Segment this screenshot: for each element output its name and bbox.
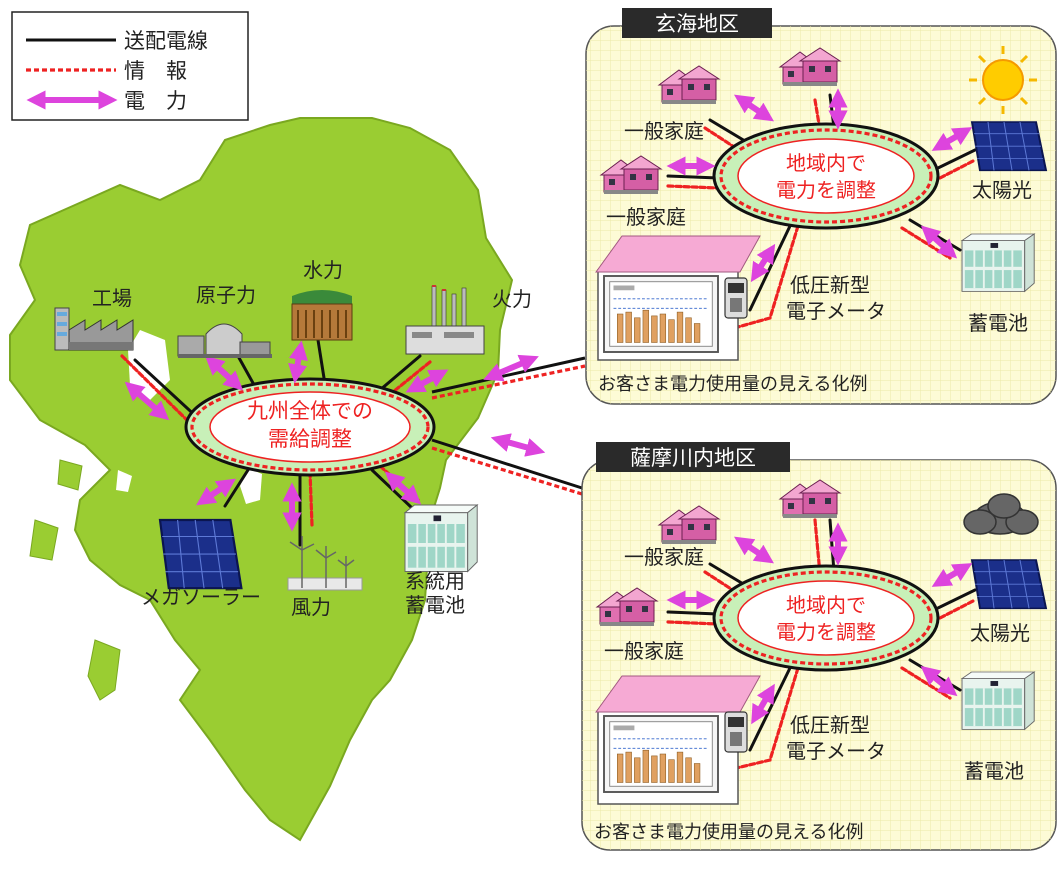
power-arrow	[750, 243, 776, 283]
home-display-icon	[595, 235, 761, 361]
satsuma-center-line2: 電力を調整	[776, 620, 876, 644]
satsuma-battery-label: 蓄電池	[964, 759, 1024, 783]
legend: 送配電線 情 報 電 力	[11, 11, 249, 121]
kyushu-center-line1: 九州全体での	[247, 399, 373, 423]
wind-label: 風力	[291, 595, 331, 619]
mega-solar-icon	[158, 518, 243, 590]
nuclear-label: 原子力	[196, 283, 256, 307]
satsuma-home1-label: 一般家庭	[624, 545, 704, 569]
power-arrow	[384, 471, 422, 505]
power-arrow	[920, 665, 958, 697]
nuclear-plant-icon	[177, 323, 272, 358]
hydro-dam-icon	[291, 290, 353, 341]
kyushu-power-arrows	[124, 340, 546, 532]
power-arrow	[483, 354, 539, 382]
power-arrow	[124, 381, 170, 421]
satsuma-meter-label-line1: 低圧新型	[790, 713, 870, 737]
legend-line-label: 送配電線	[124, 29, 208, 53]
grid-battery-label-line1: 系統用	[405, 569, 465, 593]
battery-icon	[961, 671, 1036, 731]
genkai-meter-label-line2: 電子メータ	[786, 299, 886, 323]
solar-panel-icon	[971, 559, 1047, 610]
home-display-icon	[595, 675, 761, 805]
power-arrow	[734, 536, 774, 564]
cloud-icon	[963, 493, 1039, 535]
satsuma-home2-label: 一般家庭	[604, 639, 684, 663]
solar-panel-icon	[971, 121, 1047, 172]
factory-label: 工場	[92, 286, 132, 310]
hydro-label: 水力	[303, 258, 343, 282]
power-arrow	[490, 433, 546, 457]
power-arrow	[931, 127, 973, 151]
thermal-label: 火力	[492, 287, 532, 311]
legend-power-label: 電 力	[124, 89, 187, 113]
smart-meter-icon	[724, 711, 748, 753]
satsuma-title: 薩摩川内地区	[630, 446, 756, 470]
genkai-center-line2: 電力を調整	[776, 178, 876, 202]
genkai-home1-label: 一般家庭	[624, 119, 704, 143]
mega-solar-label: メガソーラー	[141, 585, 261, 609]
power-arrow	[196, 478, 236, 506]
kyushu-center-line2: 需給調整	[268, 427, 352, 451]
legend-info-label: 情 報	[124, 59, 187, 83]
satsuma-meter-label-line2: 電子メータ	[786, 739, 886, 763]
genkai-title: 玄海地区	[655, 12, 739, 36]
power-arrow	[751, 683, 775, 725]
power-arrow	[931, 563, 973, 587]
grid-battery-icon	[404, 504, 479, 573]
genkai-solar-label: 太陽光	[972, 178, 1032, 202]
kyushu-map	[9, 117, 514, 842]
sun-icon	[969, 46, 1037, 114]
genkai-panel: 玄海地区 地域内で 電力を調整 一般家庭 一般家庭	[585, 8, 1057, 405]
genkai-meter-label-line1: 低圧新型	[790, 273, 870, 297]
satsuma-caption: お客さま電力使用量の見える化例	[594, 822, 863, 843]
genkai-caption: お客さま電力使用量の見える化例	[598, 374, 867, 395]
smart-meter-icon	[724, 277, 748, 319]
power-arrow	[734, 94, 774, 122]
kyushu-ring: 九州全体での 需給調整	[184, 377, 436, 477]
factory-icon	[54, 307, 134, 351]
power-arrow	[405, 369, 449, 393]
genkai-center-line1: 地域内で	[786, 151, 866, 175]
battery-icon	[961, 233, 1036, 293]
power-arrow	[288, 340, 308, 384]
power-arrow	[920, 225, 958, 259]
grid-battery-label-line2: 蓄電池	[405, 593, 465, 617]
power-arrow	[204, 355, 244, 391]
genkai-home2-label: 一般家庭	[606, 205, 686, 229]
satsuma-solar-label: 太陽光	[970, 621, 1030, 645]
thermal-plant-icon	[405, 285, 485, 355]
interconnect-lines	[431, 356, 586, 496]
wind-turbine-icon	[287, 536, 363, 591]
satsuma-panel: 薩摩川内地区 地域内で 電力を調整 一般家庭 一般家庭	[581, 442, 1057, 851]
satsuma-center-line1: 地域内で	[786, 593, 866, 617]
genkai-battery-label: 蓄電池	[968, 311, 1028, 335]
